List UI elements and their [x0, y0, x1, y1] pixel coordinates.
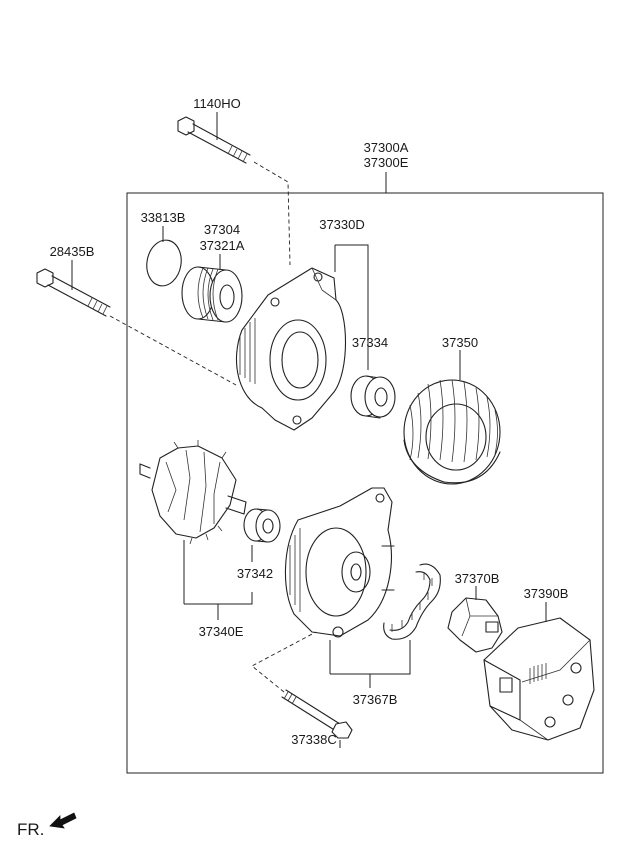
rear-bracket	[284, 487, 395, 638]
callout-37321a: 37321A	[200, 238, 245, 253]
callout-37390b: 37390B	[524, 586, 569, 601]
assembly-frame	[126, 192, 604, 774]
front-bearing-37334	[350, 375, 396, 419]
bolt-1140ho	[177, 116, 251, 164]
callout-28435b: 28435B	[50, 244, 95, 259]
callout-37338c: 37338C	[291, 732, 337, 747]
bolt-28435b-leader	[109, 315, 237, 386]
through-bolt-leader	[251, 631, 317, 693]
bolt-1140ho-leader	[253, 161, 291, 266]
callout-37300a: 37300A	[364, 140, 409, 155]
callout-33813b: 33813B	[141, 210, 186, 225]
stator-37350	[403, 379, 501, 485]
callout-37334: 37334	[352, 335, 388, 350]
pulley-37304	[181, 266, 243, 323]
rectifier-37367b	[383, 563, 441, 640]
callout-37304: 37304	[204, 222, 240, 237]
rear-cover-37390b	[483, 617, 595, 741]
fr-label: FR.	[17, 820, 44, 839]
callout-37342: 37342	[237, 566, 273, 581]
callout-37300e: 37300E	[364, 155, 409, 170]
callout-37350: 37350	[442, 335, 478, 350]
regulator-37370b	[447, 597, 503, 653]
rotor-37340e	[139, 440, 247, 545]
callout-37330d: 37330D	[319, 217, 365, 232]
bolt-28435b	[36, 268, 111, 317]
rectifier-bracket-base	[330, 640, 411, 675]
callout-37367b: 37367B	[353, 692, 398, 707]
front-arrow-icon	[49, 812, 77, 829]
rear-bearing-37342	[243, 508, 281, 543]
callout-37340e: 37340E	[199, 624, 244, 639]
front-bracket-37330d	[235, 267, 346, 431]
callout-37370b: 37370B	[455, 571, 500, 586]
callout-1140ho: 1140HO	[193, 96, 240, 111]
rotor-bracket-base	[184, 592, 253, 605]
through-bolt-37338c	[281, 689, 353, 739]
front-bracket-bracket-line	[335, 244, 369, 370]
ring-33813b	[146, 239, 182, 287]
